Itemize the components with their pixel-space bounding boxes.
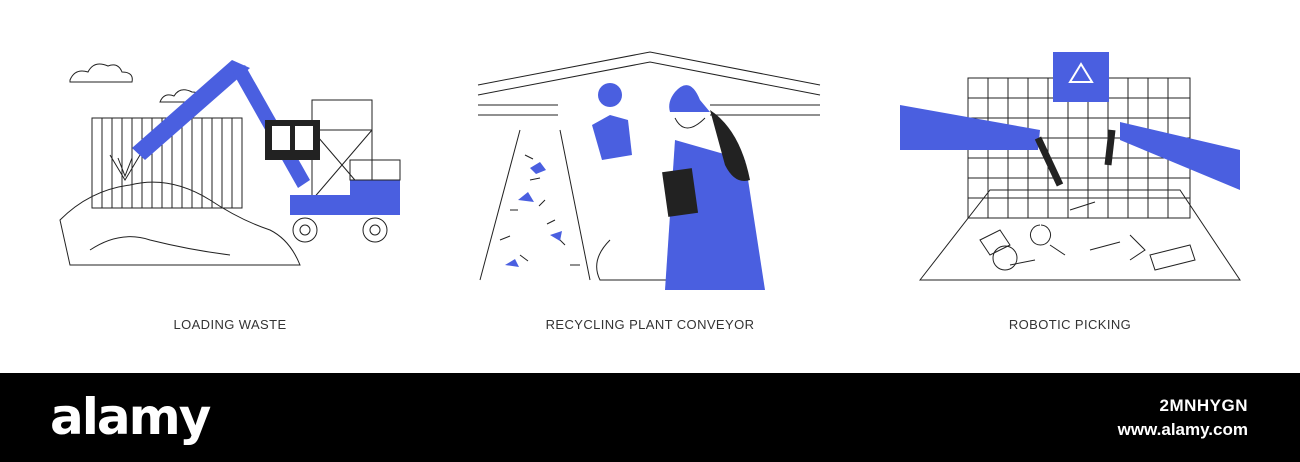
stock-logo: alamy	[50, 388, 211, 446]
caption-recycling-plant-conveyor: RECYCLING PLANT CONVEYOR	[545, 317, 755, 332]
loading-waste-illustration	[50, 40, 410, 290]
image-id-label: 2MNHYGN	[1159, 396, 1248, 415]
recycling-conveyor-illustration	[470, 40, 830, 290]
caption-robotic-picking: ROBOTIC PICKING	[1008, 317, 1132, 332]
caption-loading-waste: LOADING WASTE	[173, 317, 287, 332]
site-url-label: www.alamy.com	[1117, 420, 1248, 439]
conveyor-workers-drawing	[477, 51, 821, 290]
excavator-drawing	[59, 60, 401, 266]
stock-footer: alamy 2MNHYGN www.alamy.com	[0, 373, 1300, 462]
robot-arms-drawing	[900, 52, 1241, 281]
robotic-picking-illustration	[890, 40, 1250, 290]
